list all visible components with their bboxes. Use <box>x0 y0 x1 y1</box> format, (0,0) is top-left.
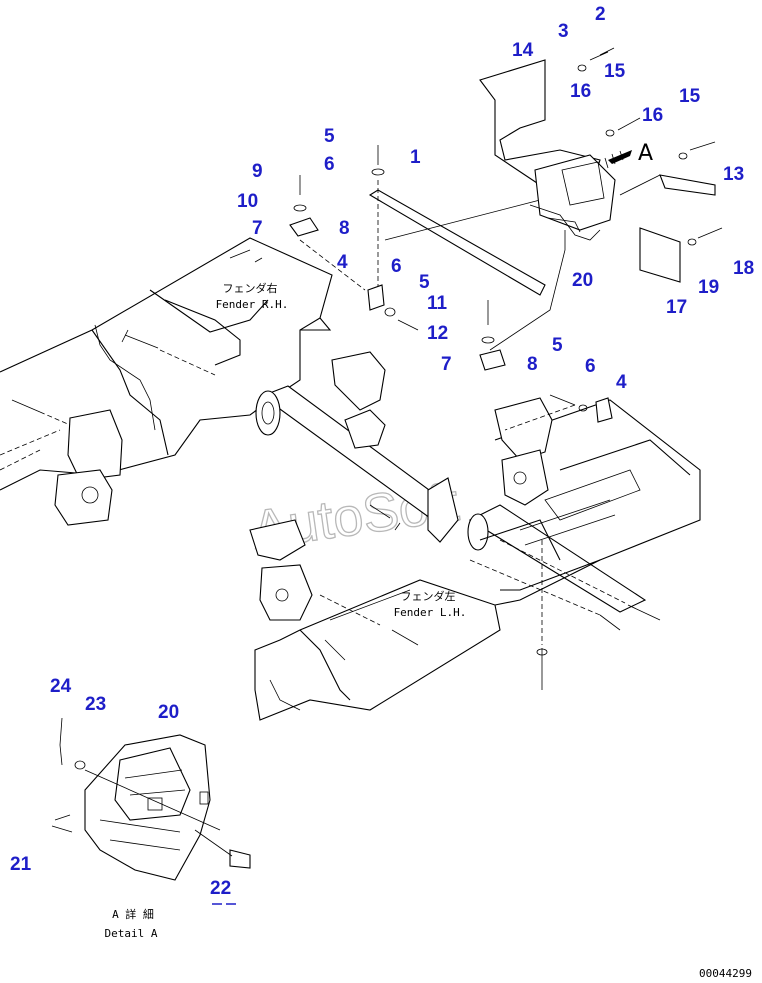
callout-16: 16 <box>642 105 663 126</box>
callout-5: 5 <box>419 272 430 293</box>
callout-12: 12 <box>427 323 448 344</box>
callout-24: 24 <box>50 676 72 697</box>
callout-18: 18 <box>733 258 754 279</box>
drawing-number: 00044299 <box>699 967 752 980</box>
fender-rh-jp-label: フェンダ右 <box>223 281 278 295</box>
callout-20: 20 <box>158 702 179 723</box>
callout-7: 7 <box>441 354 452 375</box>
callout-15: 15 <box>604 61 626 82</box>
callout-17: 17 <box>666 297 687 318</box>
fender-lh-en-label: Fender L.H. <box>394 606 467 619</box>
callout-10: 10 <box>237 191 258 212</box>
callout-7: 7 <box>252 218 263 239</box>
detail-a-jp-label: A 詳 細 <box>112 907 154 921</box>
callout-6: 6 <box>391 256 402 277</box>
callout-6: 6 <box>324 154 335 175</box>
fender-rh-en-label: Fender R.H. <box>216 298 289 311</box>
callout-2: 2 <box>595 4 606 25</box>
callout-9: 9 <box>252 161 263 182</box>
callout-20: 20 <box>572 270 593 291</box>
callout-13: 13 <box>723 164 744 185</box>
view-marker-a: A <box>638 141 653 166</box>
detail-a <box>51 717 251 881</box>
callout-22: 22 <box>210 878 231 899</box>
fender-lh-jp-label: フェンダ左 <box>401 589 456 603</box>
main-frame <box>11 329 701 621</box>
callout-8: 8 <box>527 354 538 375</box>
callout-3: 3 <box>558 21 569 42</box>
callout-5: 5 <box>552 335 563 356</box>
callout-1: 1 <box>410 147 421 168</box>
callout-5: 5 <box>324 126 335 147</box>
callout-4: 4 <box>616 372 627 393</box>
callout-labels: 2 3 14 15 15 16 16 13 1 5 6 9 10 7 8 4 6… <box>10 4 754 905</box>
callout-21: 21 <box>10 854 32 875</box>
stay-assembly <box>289 145 613 431</box>
callout-4: 4 <box>337 252 348 273</box>
callout-8: 8 <box>339 218 350 239</box>
callout-14: 14 <box>512 40 534 61</box>
cover-box-assembly <box>479 47 723 283</box>
callout-11: 11 <box>427 293 448 314</box>
fender-rh <box>0 237 333 491</box>
callout-6: 6 <box>585 356 596 377</box>
callout-19: 19 <box>698 277 719 298</box>
callout-16: 16 <box>570 81 591 102</box>
detail-a-en-label: Detail A <box>105 927 158 940</box>
callout-15: 15 <box>679 86 701 107</box>
fender-lh <box>254 519 661 721</box>
callout-23: 23 <box>85 694 106 715</box>
